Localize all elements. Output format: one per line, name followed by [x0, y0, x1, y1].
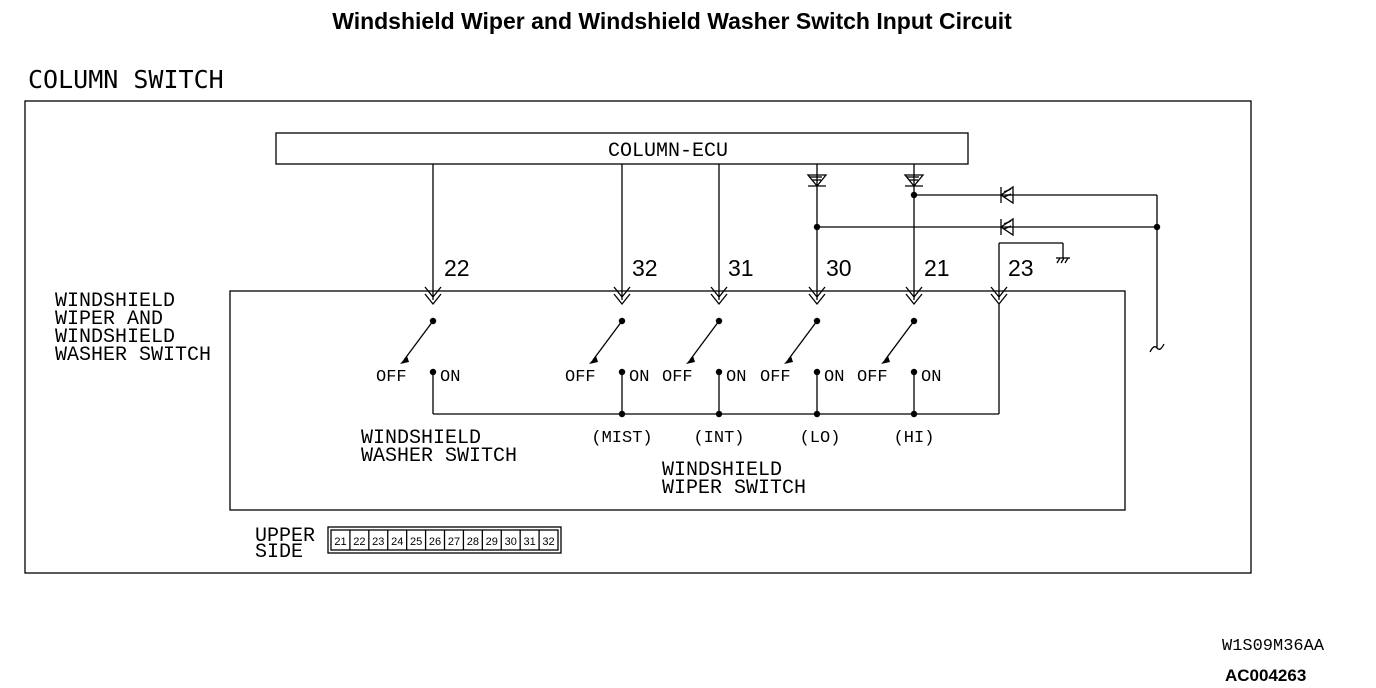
wiper-switch-label: WINDSHIELD WIPER SWITCH [662, 459, 806, 500]
connector-pin-number: 24 [391, 536, 403, 548]
diode-branch-lines [817, 194, 1158, 348]
connector-pin-number: 30 [505, 536, 517, 548]
mode-mist-label: (MIST) [591, 429, 652, 448]
connector-pin-number: 22 [353, 536, 365, 548]
svg-text:WINDSHIELD: WINDSHIELD [55, 290, 175, 313]
switch-group-label: WINDSHIELD WIPER AND WINDSHIELD WASHER S… [55, 290, 211, 367]
mode-lo-label: (LO) [800, 429, 841, 448]
pin-23-ground [998, 242, 1070, 300]
connector-pin-number: 28 [467, 536, 479, 548]
washer-switch-contact [400, 317, 437, 414]
int-off-on: OFF ON [662, 368, 746, 387]
svg-text:ON: ON [726, 368, 746, 387]
mist-switch-contact [589, 317, 626, 414]
junction-dot [715, 410, 723, 418]
connector-pin-number: 32 [542, 536, 554, 548]
ac-code: AC004263 [1225, 666, 1306, 685]
svg-text:WINDSHIELD: WINDSHIELD [55, 326, 175, 349]
connector-pin-number: 26 [429, 536, 441, 548]
switch-box [229, 290, 1126, 511]
svg-text:SIDE: SIDE [255, 541, 303, 564]
lo-off-on: OFF ON [760, 368, 844, 387]
connector-chevrons [424, 286, 1008, 306]
svg-text:WASHER SWITCH: WASHER SWITCH [55, 344, 211, 367]
mode-hi-label: (HI) [894, 429, 935, 448]
svg-text:OFF: OFF [376, 368, 407, 387]
connector-pin-number: 23 [372, 536, 384, 548]
connector-pin-number: 29 [486, 536, 498, 548]
svg-text:OFF: OFF [760, 368, 791, 387]
connector-pin-number: 27 [448, 536, 460, 548]
hi-switch-contact [881, 317, 918, 414]
connector-pin-number: 31 [524, 536, 536, 548]
pin-23-label: 23 [1008, 255, 1034, 281]
svg-text:WIPER AND: WIPER AND [55, 308, 163, 331]
branch-diode-upper [999, 185, 1014, 205]
washer-switch-label: WINDSHIELD WASHER SWITCH [361, 427, 517, 468]
washer-off-on: OFF ON [376, 368, 460, 387]
pin-32-label: 32 [632, 255, 658, 281]
connector-pin-cells: 21 22 23 24 25 26 27 28 29 30 31 32 [334, 530, 555, 550]
junction-dot [618, 410, 626, 418]
branch-diode-lower [999, 217, 1014, 237]
svg-text:OFF: OFF [857, 368, 888, 387]
svg-text:ON: ON [824, 368, 844, 387]
figure-code: W1S09M36AA [1222, 637, 1325, 656]
pin-30-label: 30 [826, 255, 852, 281]
svg-text:WASHER SWITCH: WASHER SWITCH [361, 445, 517, 468]
junction-dot [813, 410, 821, 418]
svg-text:WINDSHIELD: WINDSHIELD [361, 427, 481, 450]
junction-dot [910, 410, 918, 418]
connector-pin-number: 25 [410, 536, 422, 548]
ecu-diode-30 [806, 174, 828, 188]
mist-off-on: OFF ON [565, 368, 649, 387]
lo-switch-contact [784, 317, 821, 414]
pin-21-label: 21 [924, 255, 950, 281]
svg-text:OFF: OFF [662, 368, 693, 387]
connector-side-label: UPPER SIDE [255, 525, 315, 564]
svg-text:OFF: OFF [565, 368, 596, 387]
wire-continuation-mark [1149, 343, 1165, 353]
pin-31-label: 31 [728, 255, 754, 281]
pin-22-label: 22 [444, 255, 470, 281]
diagram-title: Windshield Wiper and Windshield Washer S… [332, 8, 1012, 34]
junction-dot [910, 191, 918, 199]
column-switch-label: COLUMN SWITCH [28, 65, 224, 94]
junction-dot [1153, 223, 1161, 231]
junction-dot [813, 223, 821, 231]
column-ecu-label: COLUMN-ECU [608, 140, 728, 163]
svg-text:ON: ON [921, 368, 941, 387]
column-switch-box [24, 100, 1252, 574]
svg-text:WINDSHIELD: WINDSHIELD [662, 459, 782, 482]
connector-pin-number: 21 [334, 536, 346, 548]
connector-outline [327, 526, 562, 554]
svg-text:UPPER: UPPER [255, 525, 315, 548]
mode-int-label: (INT) [693, 429, 744, 448]
int-switch-contact [686, 317, 723, 414]
hi-off-on: OFF ON [857, 368, 941, 387]
svg-text:ON: ON [440, 368, 460, 387]
ecu-diode-21 [903, 174, 925, 188]
svg-text:ON: ON [629, 368, 649, 387]
svg-text:WIPER SWITCH: WIPER SWITCH [662, 477, 806, 500]
